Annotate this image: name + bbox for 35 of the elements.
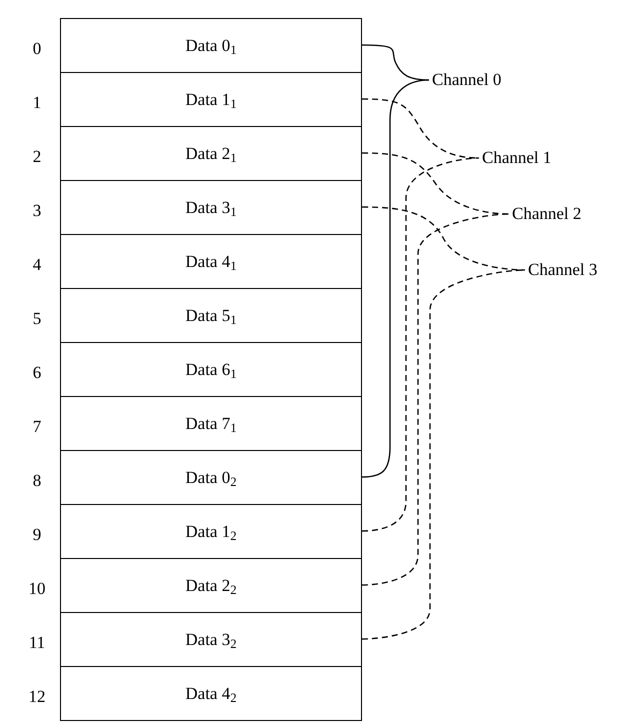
- memory-cell: Data 4$_{2}$: [60, 666, 362, 721]
- memory-cell: Data 6$_{1}$: [60, 342, 362, 397]
- memory-cell: Data 5$_{1}$: [60, 288, 362, 343]
- row-index: 0: [32, 39, 42, 59]
- row-index: 8: [32, 471, 42, 491]
- row-index: 4: [32, 255, 42, 275]
- connector-line: [362, 79, 430, 478]
- memory-cell: Data 0$_{1}$: [60, 18, 362, 73]
- row-index: 6: [32, 363, 42, 383]
- channel-label: Channel 1: [482, 148, 552, 168]
- connector-line: [362, 213, 510, 586]
- connector-line: [362, 152, 510, 215]
- channel-label: Channel 3: [528, 260, 598, 280]
- memory-cell: Data 2$_{2}$: [60, 558, 362, 613]
- memory-cell: Data 7$_{1}$: [60, 396, 362, 451]
- memory-cell: Data 1$_{1}$: [60, 72, 362, 127]
- row-index: 2: [32, 147, 42, 167]
- row-index: 7: [32, 417, 42, 437]
- row-index: 5: [32, 309, 42, 329]
- memory-cell: Data 3$_{1}$: [60, 180, 362, 235]
- row-index: 10: [28, 579, 46, 599]
- memory-cell: Data 0$_{2}$: [60, 450, 362, 505]
- row-index: 9: [32, 525, 42, 545]
- memory-cell: Data 2$_{1}$: [60, 126, 362, 181]
- channel-label: Channel 2: [512, 204, 582, 224]
- row-index: 11: [28, 633, 46, 653]
- connector-line: [362, 157, 480, 532]
- row-index: 12: [28, 687, 46, 707]
- memory-cell: Data 3$_{2}$: [60, 612, 362, 667]
- connector-line: [362, 206, 526, 271]
- row-index: 3: [32, 201, 42, 221]
- memory-cell: Data 1$_{2}$: [60, 504, 362, 559]
- channel-label: Channel 0: [432, 70, 502, 90]
- memory-cell: Data 4$_{1}$: [60, 234, 362, 289]
- row-index: 1: [32, 93, 42, 113]
